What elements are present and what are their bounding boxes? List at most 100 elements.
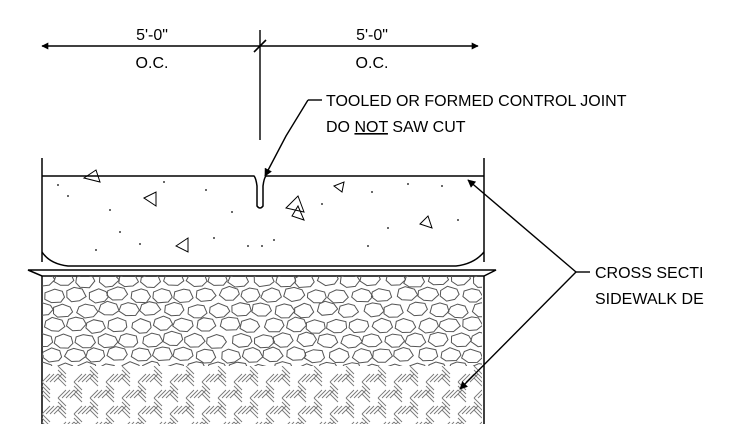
gravel-stone (339, 276, 361, 288)
hatch-stroke (297, 413, 307, 423)
hatch-stroke (185, 373, 195, 383)
hatch-stroke (191, 421, 195, 424)
hatch-stroke (329, 417, 337, 424)
hatch-stroke (498, 374, 506, 382)
hatch-stroke (93, 389, 103, 399)
hatch-stroke (263, 421, 267, 424)
gravel-stone (316, 333, 339, 349)
hatch-stroke (105, 385, 115, 395)
gravel-stone (76, 303, 99, 319)
gravel-stone (508, 349, 527, 363)
gravel-stone (253, 334, 276, 349)
hatch-stroke (73, 413, 83, 423)
hatch-stroke (351, 421, 355, 424)
concrete-specks (57, 181, 459, 251)
hatch-stroke (109, 373, 119, 383)
hatch-stroke (423, 421, 427, 424)
hatch-stroke (57, 401, 67, 411)
hatch-stroke (89, 377, 99, 387)
gravel-stone (409, 362, 426, 366)
gravel-stone (43, 316, 66, 332)
hatch-stroke (71, 421, 75, 424)
hatch-stroke (441, 369, 451, 379)
hatch-stroke (265, 421, 269, 424)
hatch-stroke (227, 421, 231, 424)
hatch-stroke (345, 369, 355, 379)
hatch-stroke (89, 366, 99, 375)
gravel-stone (294, 302, 315, 319)
gravel-stone (316, 300, 339, 316)
hatch-stroke (345, 409, 355, 419)
gravel-stone (328, 347, 350, 364)
hatch-stroke (313, 409, 323, 419)
hatch-stroke (490, 394, 498, 402)
hatch-stroke (265, 393, 275, 403)
hatch-stroke (441, 397, 451, 407)
hatch-stroke (461, 373, 471, 383)
hatch-stroke (42, 417, 49, 424)
gravel-stone (361, 333, 383, 348)
hatch-stroke (169, 385, 179, 395)
hatch-stroke (361, 385, 371, 395)
hatch-stroke (173, 373, 183, 383)
hatch-stroke (425, 421, 429, 424)
hatch-stroke (153, 366, 163, 375)
gravel-stone (371, 317, 394, 334)
hatch-stroke (217, 401, 227, 411)
hatch-stroke (153, 377, 163, 387)
hatch-stroke (57, 409, 67, 419)
hatch-stroke (89, 369, 99, 379)
hatch-stroke (425, 385, 435, 395)
hatch-stroke (297, 417, 305, 424)
hatch-stroke (201, 393, 211, 403)
gravel-stone (272, 332, 294, 348)
hatch-stroke (81, 373, 91, 383)
hatch-stroke (313, 389, 323, 399)
hatch-stroke (153, 401, 163, 411)
hatch-stroke (169, 405, 179, 415)
hatch-stroke (265, 405, 275, 415)
dimension-line: 5'-0" O.C. 5'-0" O.C. (41, 27, 479, 140)
hatch-stroke (105, 413, 115, 423)
gravel-stone (85, 347, 106, 363)
gravel-stone (294, 276, 315, 289)
hatch-stroke (363, 421, 367, 424)
hatch-stroke (42, 421, 45, 424)
hatch-stroke (361, 381, 371, 391)
gravel-stone (427, 331, 449, 348)
hatch-stroke (287, 421, 291, 424)
gravel-stone (8, 361, 28, 375)
hatch-stroke (425, 405, 435, 415)
gravel-stone (406, 301, 428, 317)
hatch-stroke (273, 405, 283, 415)
gravel-stone (42, 347, 63, 363)
gravel-stone (11, 333, 31, 346)
gravel-stone (483, 319, 503, 332)
gravel-stone (184, 332, 206, 348)
hatch-stroke (169, 389, 179, 399)
gravel-stone (167, 362, 185, 366)
hatch-stroke (445, 389, 455, 399)
hatch-stroke (153, 373, 163, 383)
hatch-stroke (377, 377, 387, 387)
hatch-stroke (89, 405, 99, 415)
hatch-stroke (233, 405, 243, 415)
hatch-stroke (473, 377, 482, 387)
gravel-stone (20, 317, 40, 330)
gravel-stone (450, 332, 473, 348)
hatch-stroke (201, 373, 211, 383)
hatch-stroke (105, 421, 109, 424)
hatch-stroke (365, 405, 375, 415)
hatch-stroke (461, 405, 471, 415)
hatch-stroke (265, 413, 275, 423)
hatch-stroke (113, 405, 123, 415)
hatch-stroke (185, 389, 195, 399)
hatch-stroke (249, 389, 259, 399)
hatch-stroke (409, 405, 419, 415)
hatch-stroke (361, 421, 365, 424)
gravel-stone (274, 361, 293, 366)
hatch-stroke (157, 389, 167, 399)
hatch-stroke (42, 373, 51, 383)
hatch-stroke (57, 373, 67, 383)
gravel-stone (97, 300, 120, 316)
